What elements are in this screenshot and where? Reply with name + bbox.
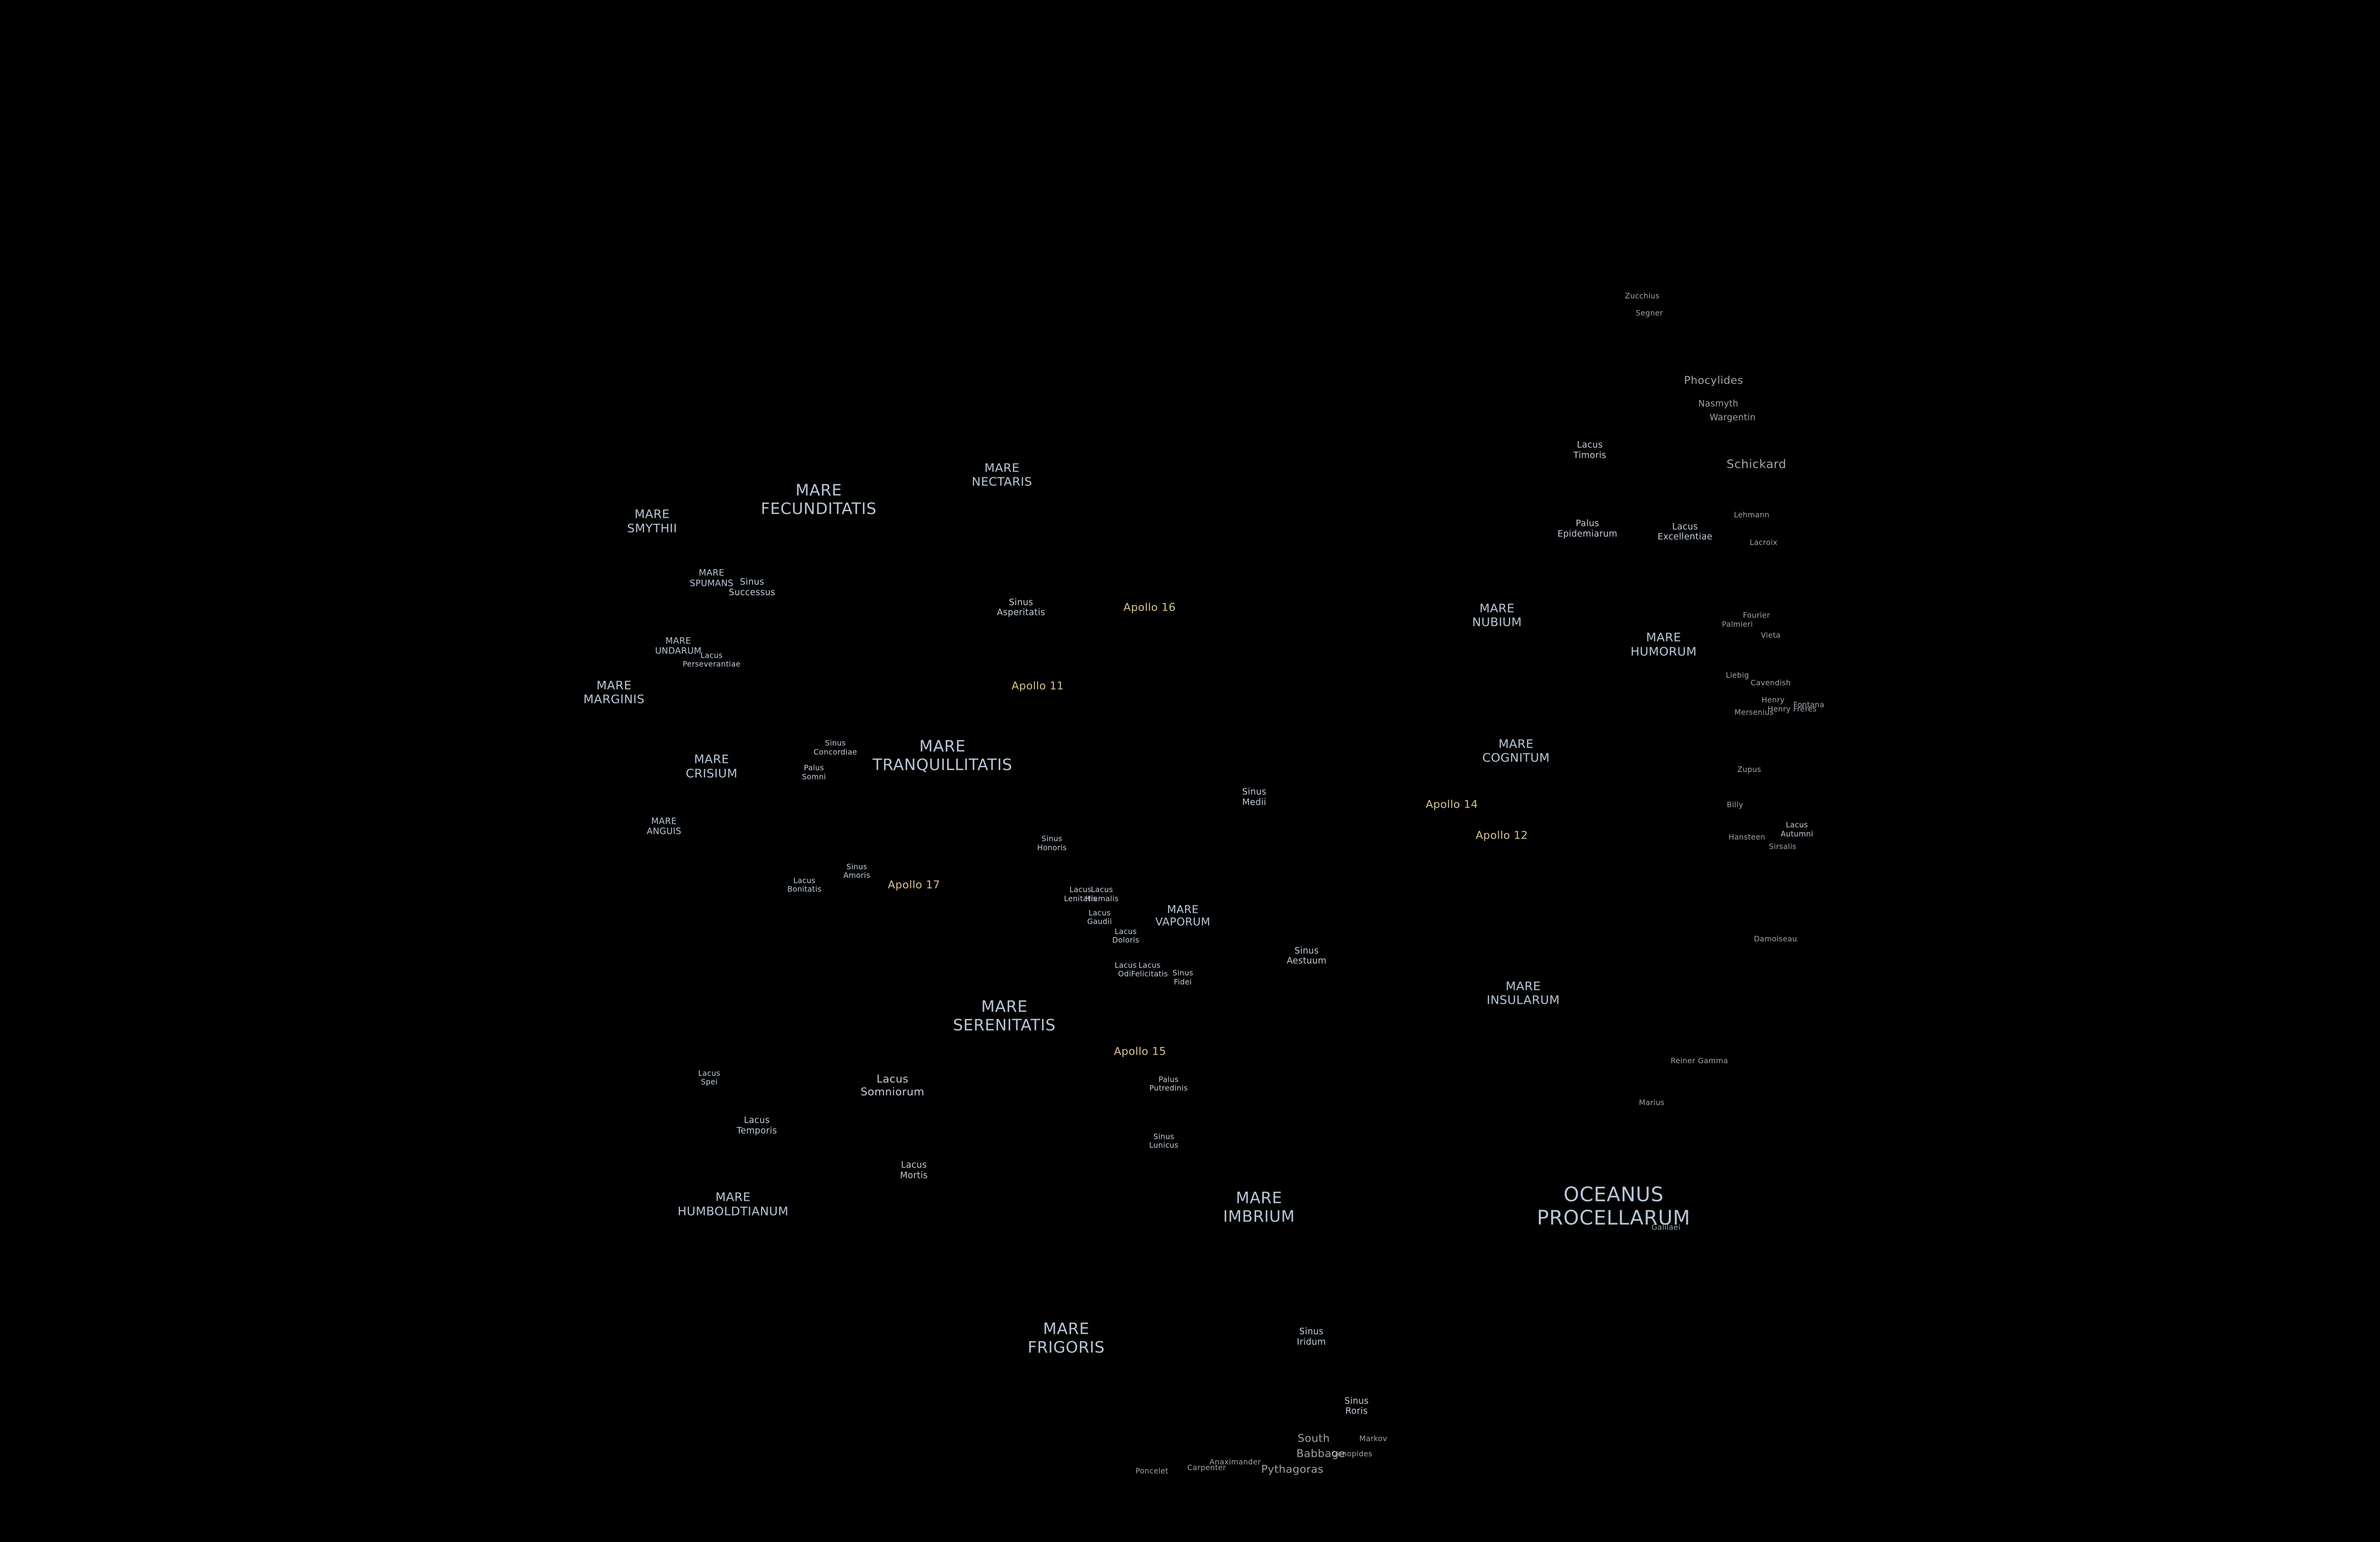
map-label-segner[interactable]: Segner [1636, 308, 1663, 317]
map-label-nasmyth[interactable]: Nasmyth [1698, 399, 1739, 409]
map-label-markov[interactable]: Markov [1359, 1433, 1388, 1443]
map-label-wargentin[interactable]: Wargentin [1709, 413, 1756, 423]
map-label-oenopides[interactable]: Oenopides [1331, 1449, 1373, 1459]
map-label-cavendish[interactable]: Cavendish [1750, 678, 1791, 688]
map-label-henry[interactable]: Henry [1761, 695, 1785, 704]
map-label-apollo-15[interactable]: Apollo 15 [1114, 1045, 1166, 1058]
map-label-mare-serenitatis[interactable]: MARE SERENITATIS [953, 997, 1056, 1035]
map-label-hansteen[interactable]: Hansteen [1728, 832, 1765, 842]
map-label-fontana[interactable]: Fontana [1793, 700, 1825, 709]
map-label-apollo-12[interactable]: Apollo 12 [1476, 829, 1528, 842]
map-label-marius[interactable]: Marius [1639, 1097, 1665, 1107]
map-label-lacus-doloris[interactable]: Lacus Doloris [1112, 927, 1140, 945]
map-label-lacus-perseverantiae[interactable]: Lacus Perseverantiae [683, 651, 741, 669]
map-label-zucchius[interactable]: Zucchius [1625, 291, 1660, 300]
map-label-lacus-odii[interactable]: Lacus Odii [1114, 960, 1137, 979]
map-label-mare-marginis[interactable]: MARE MARGINIS [583, 678, 645, 706]
map-label-mare-spumans[interactable]: MARE SPUMANS [690, 568, 734, 588]
map-label-mare-humboldtianum[interactable]: MARE HUMBOLDTIANUM [677, 1190, 789, 1218]
map-label-lacus-somniorum[interactable]: Lacus Somniorum [860, 1073, 925, 1098]
map-label-mare-smythii[interactable]: MARE SMYTHII [627, 507, 677, 535]
map-label-lacus-spei[interactable]: Lacus Spei [698, 1068, 721, 1087]
map-label-palus-epidemiarum[interactable]: Palus Epidemiarum [1557, 518, 1617, 539]
map-label-fourier[interactable]: Fourier [1743, 610, 1770, 620]
map-label-poncelet[interactable]: Poncelet [1135, 1466, 1169, 1475]
map-label-vieta[interactable]: Vieta [1761, 630, 1781, 640]
map-label-sinus-asperitatis[interactable]: Sinus Asperitatis [997, 597, 1045, 618]
map-label-mare-vaporum[interactable]: MARE VAPORUM [1155, 903, 1210, 929]
map-label-zupus[interactable]: Zupus [1737, 764, 1762, 774]
map-label-apollo-16[interactable]: Apollo 16 [1123, 601, 1176, 614]
map-label-sinus-fidei[interactable]: Sinus Fidei [1172, 968, 1193, 987]
map-label-apollo-14[interactable]: Apollo 14 [1426, 798, 1478, 811]
map-label-lacus-excellentiae[interactable]: Lacus Excellentiae [1657, 522, 1713, 542]
map-label-sinus-amoris[interactable]: Sinus Amoris [843, 862, 871, 880]
map-label-south[interactable]: South [1298, 1432, 1330, 1445]
map-label-reiner-gamma[interactable]: Reiner Gamma [1670, 1056, 1728, 1065]
map-label-lacus-temporis[interactable]: Lacus Temporis [736, 1115, 777, 1136]
map-label-apollo-17[interactable]: Apollo 17 [888, 879, 940, 891]
map-label-sinus-lunicus[interactable]: Sinus Lunicus [1149, 1132, 1179, 1150]
map-label-mare-humorum[interactable]: MARE HUMORUM [1630, 630, 1697, 659]
map-label-phocylides[interactable]: Phocylides [1684, 374, 1744, 387]
map-label-palmieri[interactable]: Palmieri [1722, 619, 1753, 629]
map-label-mare-nectaris[interactable]: MARE NECTARIS [972, 461, 1032, 489]
map-label-mare-imbrium[interactable]: MARE IMBRIUM [1223, 1188, 1295, 1226]
map-label-sirsalis[interactable]: Sirsalis [1769, 841, 1796, 851]
map-label-sinus-roris[interactable]: Sinus Roris [1344, 1396, 1369, 1416]
map-label-sinus-successus[interactable]: Sinus Successus [729, 577, 775, 598]
map-label-anaximander[interactable]: Anaximander [1210, 1457, 1261, 1466]
map-label-billy[interactable]: Billy [1726, 800, 1744, 810]
map-label-mare-fecunditatis[interactable]: MARE FECUNDITATIS [761, 480, 877, 518]
map-label-lacroix[interactable]: Lacroix [1749, 538, 1778, 547]
map-label-lacus-timoris[interactable]: Lacus Timoris [1573, 440, 1606, 461]
map-label-pythagoras[interactable]: Pythagoras [1261, 1463, 1324, 1476]
map-label-sinus-concordiae[interactable]: Sinus Concordiae [813, 738, 857, 757]
map-label-mare-nubium[interactable]: MARE NUBIUM [1472, 601, 1522, 629]
map-label-lacus-autumni[interactable]: Lacus Autumni [1780, 820, 1814, 839]
map-label-lacus-gaudii[interactable]: Lacus Gaudii [1087, 908, 1112, 926]
map-label-liebig[interactable]: Liebig [1726, 670, 1749, 680]
map-label-apollo-11[interactable]: Apollo 11 [1012, 680, 1064, 692]
map-label-carpenter[interactable]: Carpenter [1187, 1463, 1226, 1473]
map-label-mare-undarum[interactable]: MARE UNDARUM [655, 636, 702, 656]
map-label-schickard[interactable]: Schickard [1726, 457, 1786, 471]
map-label-mare-crisium[interactable]: MARE CRISIUM [685, 752, 738, 781]
map-label-lehmann[interactable]: Lehmann [1734, 510, 1770, 519]
map-label-mare-cognitum[interactable]: MARE COGNITUM [1482, 737, 1550, 765]
map-label-lacus-mortis[interactable]: Lacus Mortis [900, 1160, 928, 1181]
map-label-galilaei[interactable]: Galilaei [1651, 1222, 1681, 1232]
map-label-lacus-felicitatis[interactable]: Lacus Felicitatis [1131, 960, 1168, 979]
map-label-sinus-iridum[interactable]: Sinus Iridum [1297, 1326, 1326, 1347]
map-label-mare-tranquillitatis[interactable]: MARE TRANQUILLITATIS [873, 736, 1012, 774]
map-label-sinus-medii[interactable]: Sinus Medii [1242, 787, 1267, 808]
map-label-mersenius[interactable]: Mersenius [1734, 707, 1774, 717]
map-label-sinus-honoris[interactable]: Sinus Honoris [1037, 834, 1067, 852]
map-label-babbage[interactable]: Babbage [1296, 1448, 1346, 1461]
map-label-mare-insularum[interactable]: MARE INSULARUM [1487, 979, 1560, 1007]
map-label-sinus-aestuum[interactable]: Sinus Aestuum [1287, 946, 1327, 966]
map-label-palus-somni[interactable]: Palus Somni [802, 763, 826, 781]
map-label-lacus-lenitatis[interactable]: Lacus Lenitatis [1064, 885, 1097, 903]
map-label-lacus-hiemalis[interactable]: Lacus Hiemalis [1085, 885, 1119, 903]
map-label-henry-fr-res[interactable]: Henry Frères [1767, 704, 1817, 714]
map-label-damoiseau[interactable]: Damoiseau [1754, 934, 1797, 943]
map-label-palus-putredinis[interactable]: Palus Putredinis [1149, 1075, 1188, 1093]
map-label-lacus-bonitatis[interactable]: Lacus Bonitatis [787, 876, 822, 894]
map-label-mare-anguis[interactable]: MARE ANGUIS [646, 816, 682, 837]
map-label-mare-frigoris[interactable]: MARE FRIGORIS [1027, 1319, 1105, 1357]
map-label-oceanus-procellarum[interactable]: OCEANUS PROCELLARUM [1537, 1182, 1691, 1229]
